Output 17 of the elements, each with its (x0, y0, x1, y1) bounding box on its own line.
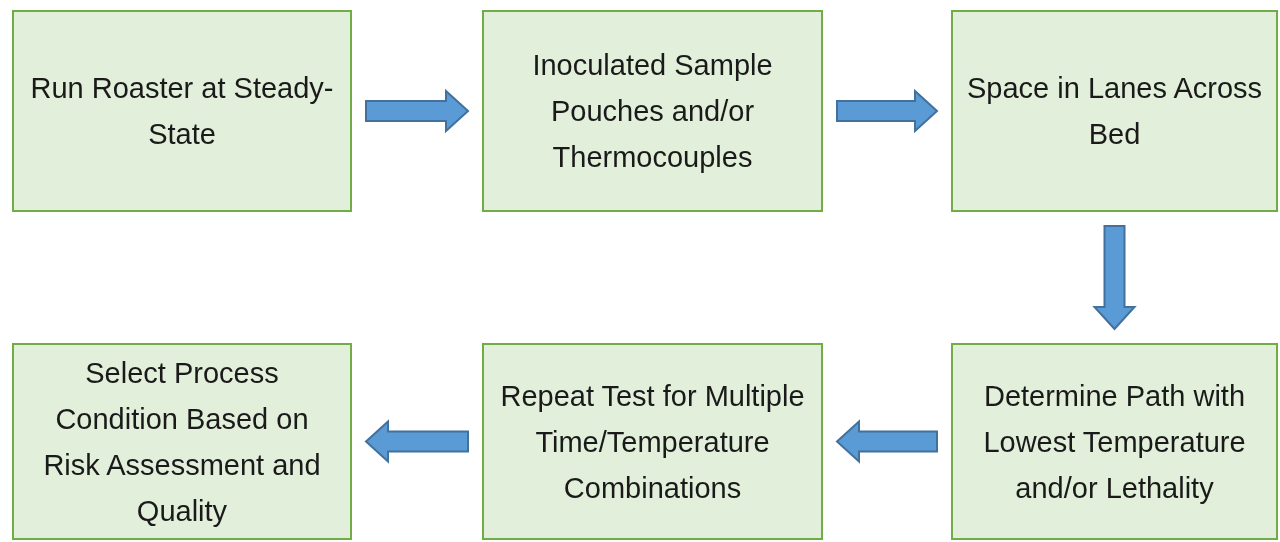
process-box (482, 343, 823, 540)
process-box (951, 10, 1278, 212)
block-arrow (1092, 225, 1137, 331)
step-text: Inoculated Sample Pouches and/or Thermocouples (531, 48, 774, 175)
step-text: Space in Lanes Across Bed (967, 71, 1262, 152)
process-box (12, 343, 352, 540)
step-text: Select Process Condition Based on Risk Assessment and Quality (42, 355, 322, 529)
block-arrow (835, 419, 938, 464)
process-box (482, 10, 823, 212)
step-text: Run Roaster at Steady-State (29, 71, 335, 152)
step-text: Repeat Test for Multiple Time/Temperature Combinations (499, 378, 806, 506)
process-box (951, 343, 1278, 540)
block-arrow (365, 88, 470, 134)
process-box (12, 10, 352, 212)
block-arrow (364, 419, 469, 464)
block-arrow (836, 88, 939, 134)
step-text: Determine Path with Lowest Temperature and/or Lethality (982, 378, 1247, 506)
